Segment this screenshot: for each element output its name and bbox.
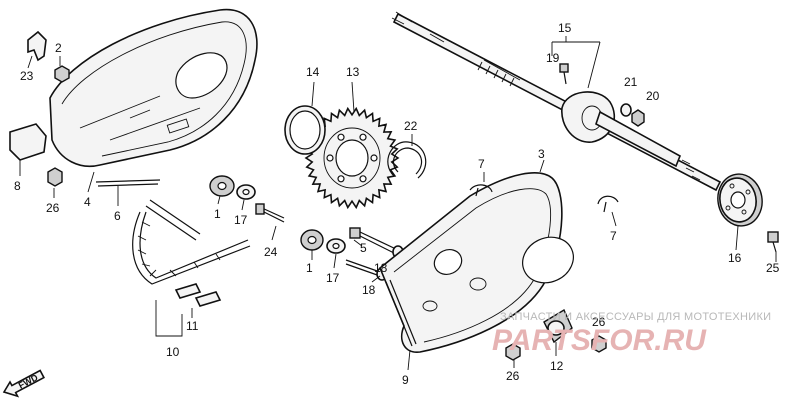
callout-8: 8 (14, 179, 21, 193)
mount-bracket (9, 123, 47, 161)
callout-26: 26 (46, 201, 60, 215)
callout-15: 15 (558, 21, 572, 35)
leader-lines (19, 36, 777, 371)
callout-6: 6 (114, 209, 121, 223)
callout-23: 23 (20, 69, 34, 83)
callout-25: 25 (766, 261, 780, 275)
callout-7: 7 (610, 229, 617, 243)
callout-26: 26 (506, 369, 520, 383)
callout-11: 11 (186, 319, 199, 333)
rear-axle (391, 11, 722, 192)
svg-text:PARTSFOR.RU: PARTSFOR.RU (492, 324, 707, 357)
rubber-bush-lower (300, 229, 324, 251)
callout-labels: 2 23 8 26 4 6 1 17 24 11 10 14 13 22 3 7… (14, 21, 780, 387)
wheel-hub (717, 173, 763, 227)
clip-bracket (27, 30, 47, 62)
callout-4: 4 (84, 195, 91, 209)
rubber-bush-upper (209, 175, 235, 197)
bolt (559, 63, 569, 85)
watermark: ЗАПЧАСТИ И АКСЕССУАРЫ ДЛЯ МОТОТЕХНИКИ PA… (492, 311, 771, 357)
callout-18: 18 (374, 261, 388, 275)
washer-upper (236, 184, 256, 200)
callout-24: 24 (264, 245, 278, 259)
nut (591, 335, 607, 353)
callout-14: 14 (306, 65, 320, 79)
callout-3: 3 (538, 147, 545, 161)
callout-16: 16 (728, 251, 742, 265)
callout-12: 12 (550, 359, 564, 373)
o-ring (284, 105, 326, 155)
drive-chain (132, 199, 251, 285)
clip (469, 184, 493, 197)
callout-10: 10 (166, 345, 180, 359)
nut (631, 109, 645, 127)
chain-guide-strip (95, 179, 161, 187)
callout-18: 18 (362, 283, 376, 297)
nut (505, 343, 521, 361)
svg-text:ЗАПЧАСТИ И АКСЕССУАРЫ ДЛЯ МОТО: ЗАПЧАСТИ И АКСЕССУАРЫ ДЛЯ МОТОТЕХНИКИ (500, 311, 771, 323)
callout-17: 17 (326, 271, 340, 285)
nut (47, 167, 63, 187)
rubber-strip (385, 279, 417, 347)
washer-lower (326, 238, 346, 254)
callout-5: 5 (360, 241, 367, 255)
upper-chain-case (49, 8, 258, 167)
callout-22: 22 (404, 119, 418, 133)
driven-sprocket (304, 106, 400, 210)
chain-master-link (174, 283, 222, 307)
callout-2: 2 (55, 41, 62, 55)
callout-21: 21 (624, 75, 638, 89)
callout-13: 13 (346, 65, 360, 79)
washer (620, 103, 632, 117)
callout-1: 1 (306, 261, 313, 275)
callout-7: 7 (478, 157, 485, 171)
callout-1: 1 (214, 207, 221, 221)
callout-17: 17 (234, 213, 248, 227)
callout-20: 20 (646, 89, 660, 103)
circlip (387, 141, 427, 179)
forward-direction-arrow: FWD (2, 369, 45, 398)
lower-chain-case (379, 172, 574, 353)
bolt (255, 203, 285, 223)
bolt (767, 231, 779, 253)
nut (54, 65, 70, 83)
cap-nut (543, 308, 573, 344)
callout-19: 19 (546, 51, 560, 65)
callout-9: 9 (402, 373, 409, 387)
clip (597, 195, 619, 213)
leader-lines (155, 300, 193, 337)
callout-26: 26 (592, 315, 606, 329)
